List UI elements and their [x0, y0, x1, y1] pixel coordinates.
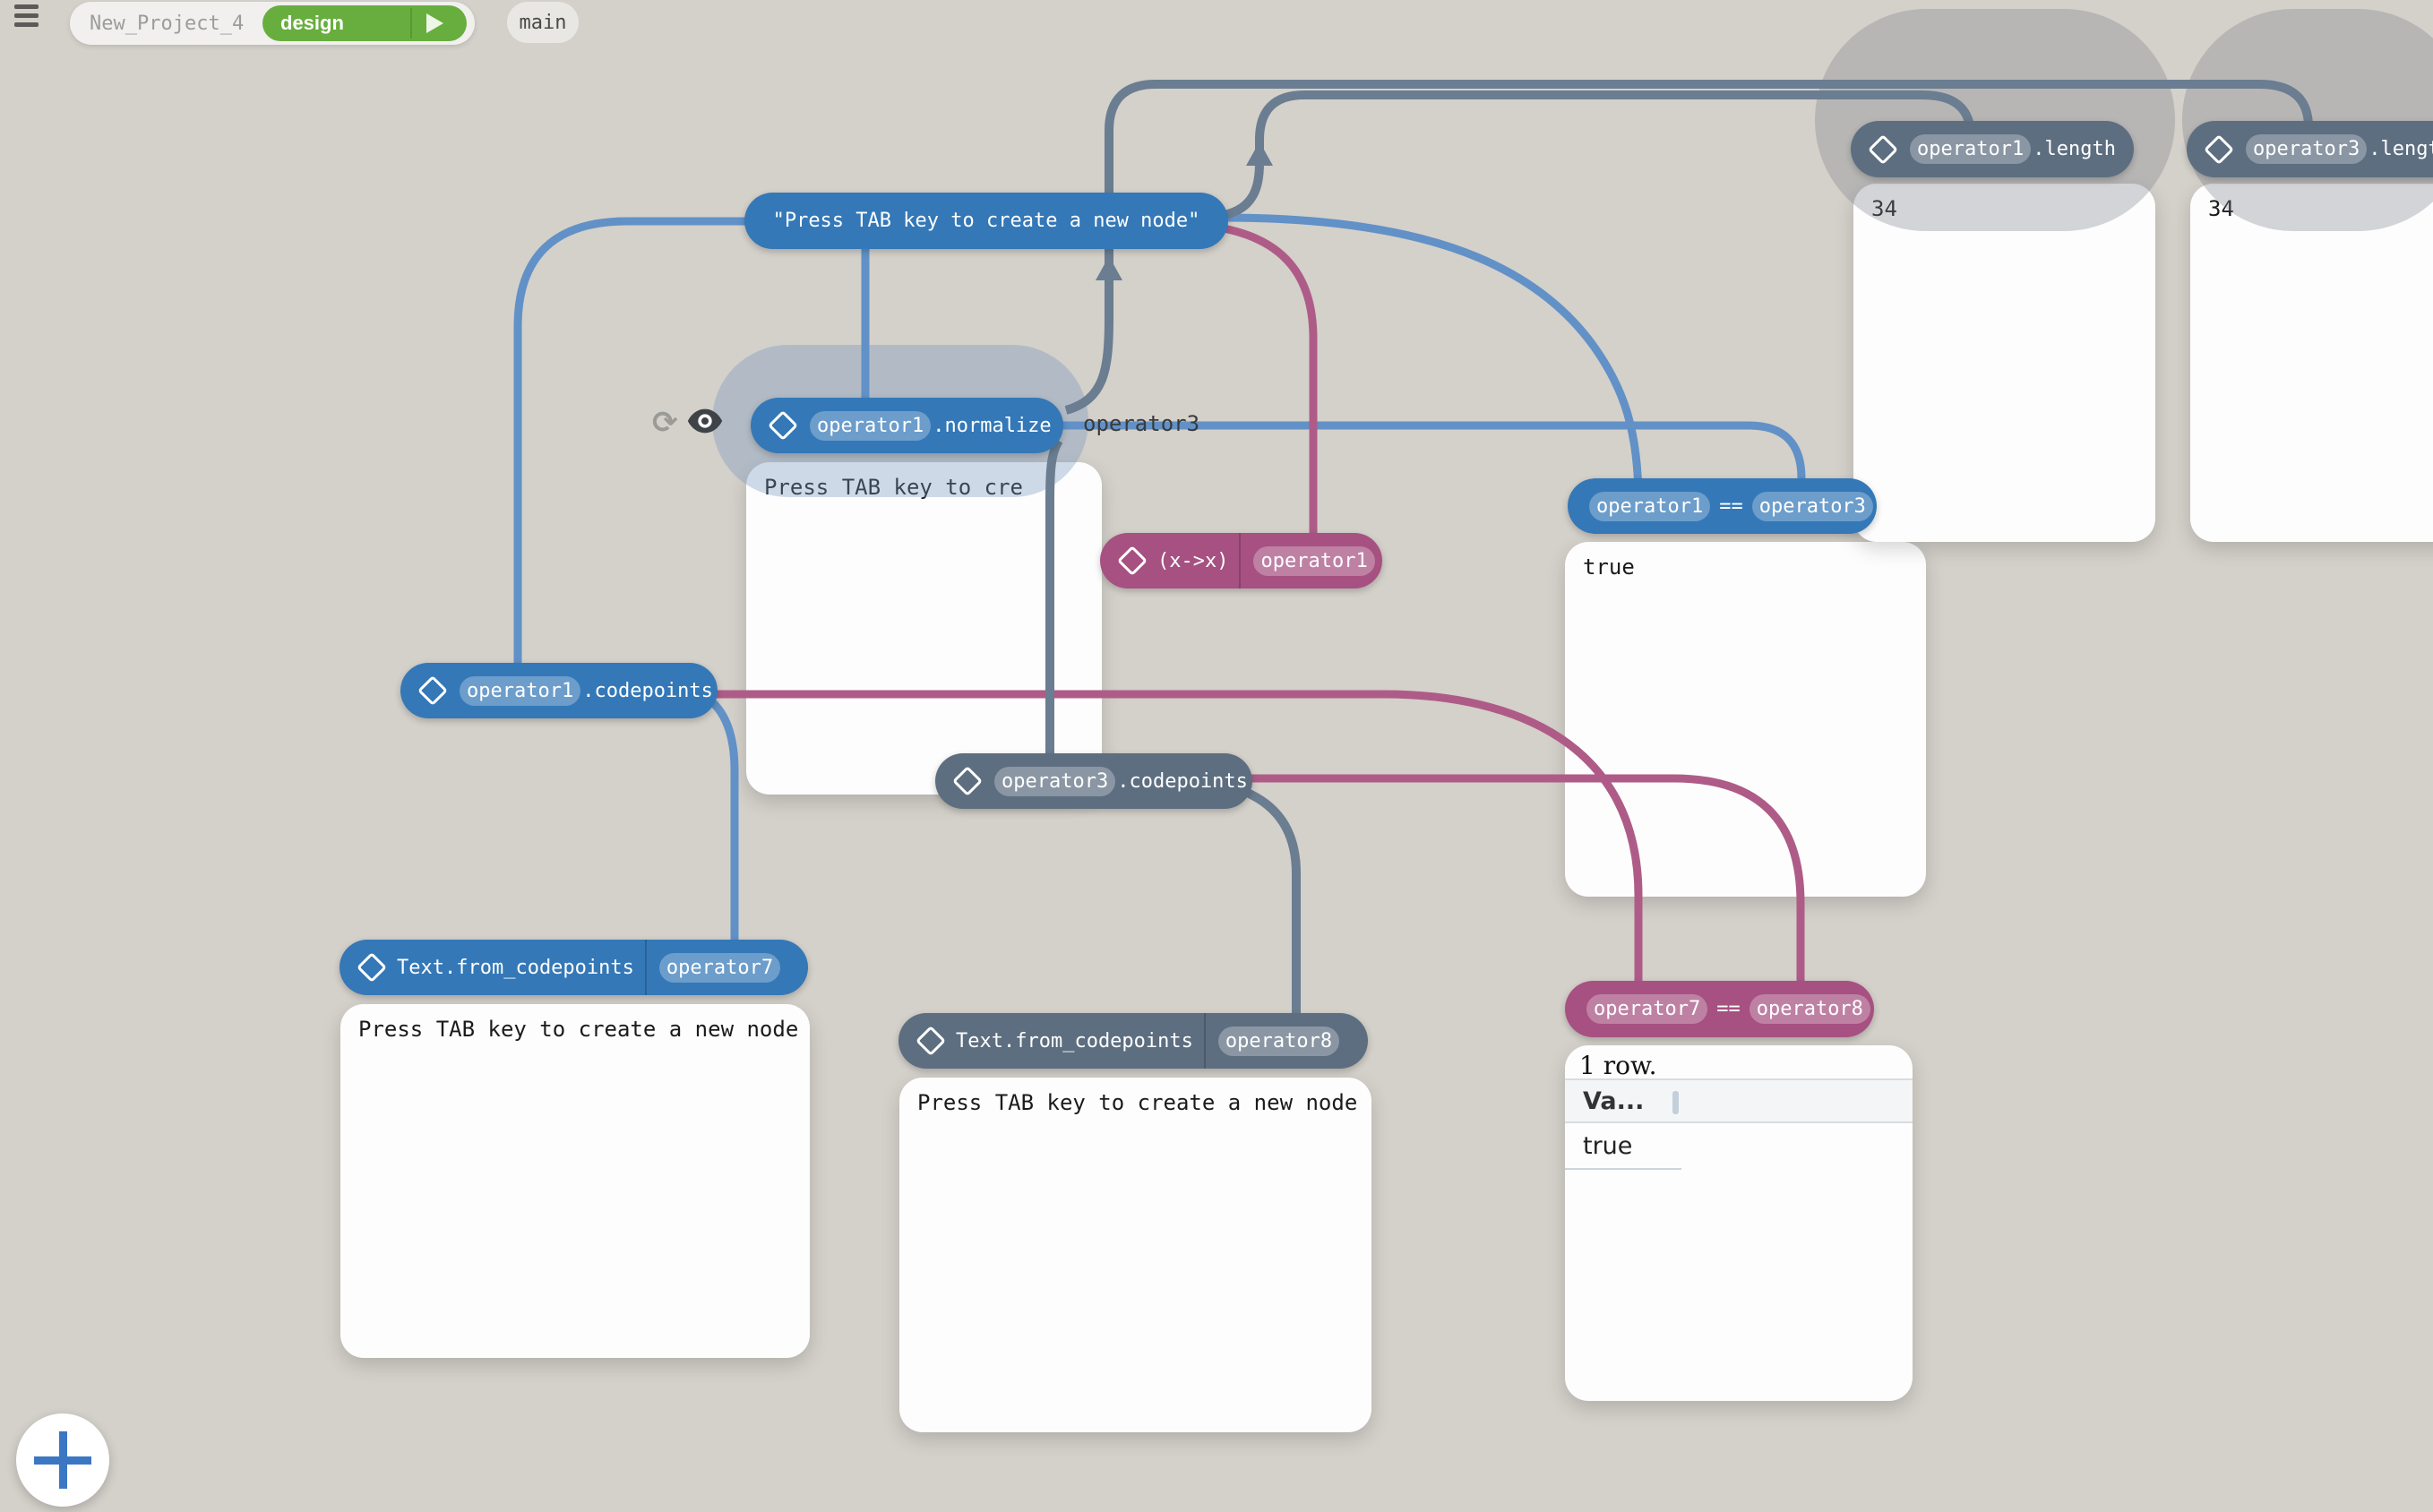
node-label: .length [2033, 138, 2116, 160]
node-label: Text.from_codepoints [956, 1029, 1193, 1052]
reference-pill[interactable]: operator1 [1253, 546, 1375, 576]
table-column-header: Va... [1583, 1087, 1645, 1115]
top-bar: New_Project_4 design main [0, 0, 2433, 63]
result-eq13-card[interactable]: true [1565, 542, 1926, 897]
edge-operator1-codepoints-to-operator7-eq-operator8 [712, 690, 1643, 1007]
node-label: .normalize [933, 414, 1052, 437]
edge-operator1-literal-to-operator1-length [1222, 90, 1975, 219]
edge-operator1-literal-to-operator1-codepoints [513, 217, 757, 690]
table-cell: true [1583, 1131, 1633, 1160]
node-operator1-eq-operator3[interactable]: operator1 == operator3 [1568, 478, 1877, 534]
result-value: Press TAB key to create a new node [917, 1090, 1358, 1115]
add-node-button[interactable] [16, 1413, 109, 1507]
edge-operator1-literal-to-x-to-x-operator1 [1223, 224, 1318, 559]
edge-operator1-codepoints-to-text-from-codepoints-7 [703, 693, 739, 966]
reference-pill[interactable]: operator1 [1589, 491, 1711, 521]
result-eq78-card[interactable]: 1 row. Va... true [1565, 1045, 1913, 1401]
refresh-icon[interactable]: ⟳ [652, 405, 678, 441]
node-label: == [1719, 494, 1743, 518]
project-pill: New_Project_4 design [70, 2, 475, 45]
result-value: 34 [1871, 196, 1897, 221]
node-x-to-x-operator1[interactable]: (x->x) operator1 [1100, 533, 1382, 588]
edge-operator1-normalize-to-operator3-length [1064, 80, 2313, 415]
diamond-icon [1868, 133, 1898, 165]
reference-pill[interactable]: operator1 [1910, 134, 2032, 164]
diamond-icon [952, 766, 983, 796]
node-operator1-length[interactable]: operator1.length [1851, 121, 2134, 177]
node-operator1-codepoints[interactable]: operator1.codepoints [400, 663, 718, 718]
node-operator1-normalize[interactable]: operator1.normalize [751, 398, 1063, 453]
mode-badge[interactable]: design [262, 5, 467, 41]
play-icon[interactable] [426, 13, 443, 33]
diamond-icon [357, 952, 387, 983]
node-text-from-codepoints-8[interactable]: Text.from_codepoints operator8 [898, 1013, 1368, 1069]
reference-pill[interactable]: operator3 [1751, 491, 1873, 521]
reference-pill[interactable]: operator1 [460, 675, 581, 706]
result-length-3-card[interactable]: 34 [2190, 184, 2433, 542]
edge-direction-arrow [1246, 142, 1273, 166]
result-length-1-card[interactable]: 34 [1853, 184, 2155, 542]
node-text-from-codepoints-7[interactable]: Text.from_codepoints operator7 [340, 940, 808, 995]
table-row-count: 1 row. [1579, 1051, 1657, 1080]
reference-pill[interactable]: operator3 [2246, 134, 2368, 164]
node-label: == [1716, 998, 1741, 1020]
reference-pill[interactable]: operator3 [994, 766, 1116, 796]
diamond-icon [768, 410, 798, 441]
reference-pill[interactable]: operator8 [1749, 994, 1870, 1024]
result-value: true [1583, 554, 1635, 580]
result-value: Press TAB key to cre [764, 475, 1023, 500]
table-row: true [1565, 1123, 1913, 1168]
node-label: .codepoints [1117, 769, 1248, 793]
edge-operator1-normalize-to-operator3-codepoints [1045, 438, 1063, 779]
output-name-label: operator3 [1083, 411, 1200, 436]
node-divider [1203, 1013, 1206, 1069]
diamond-icon [417, 675, 448, 706]
node-operator3-length[interactable]: operator3.length [2187, 121, 2433, 177]
mode-divider [410, 8, 412, 39]
node-operator3-codepoints[interactable]: operator3.codepoints [935, 753, 1252, 809]
reference-pill[interactable]: operator8 [1217, 1026, 1340, 1056]
reference-pill[interactable]: operator7 [658, 952, 781, 983]
branch-label: main [519, 11, 567, 34]
selection-halo [1815, 9, 2175, 231]
node-label: Text.from_codepoints [397, 956, 634, 979]
node-label: (x->x) [1157, 549, 1229, 572]
menu-icon[interactable] [14, 4, 39, 27]
column-resize-handle[interactable] [1672, 1091, 1679, 1114]
node-label: "Press TAB key to create a new node" [772, 210, 1200, 232]
edge-direction-arrow [1096, 256, 1122, 280]
plus-icon [58, 1431, 67, 1489]
node-divider [644, 940, 647, 995]
node-operator7-eq-operator8[interactable]: operator7 == operator8 [1565, 981, 1874, 1037]
result-normalize-card[interactable]: Press TAB key to cre [746, 462, 1102, 795]
project-name[interactable]: New_Project_4 [90, 12, 245, 35]
node-divider [1239, 533, 1242, 588]
edge-operator3-codepoints-to-operator7-eq-operator8 [1247, 774, 1805, 1007]
table-header-row: Va... [1565, 1078, 1913, 1123]
reference-pill[interactable]: operator1 [810, 410, 932, 441]
edge-operator3-codepoints-to-text-from-codepoints-8 [1242, 787, 1301, 1039]
mode-label: design [280, 12, 344, 34]
node-label: .length [2369, 138, 2433, 160]
branch-badge[interactable]: main [507, 2, 579, 43]
result-from-codepoints-8-card[interactable]: Press TAB key to create a new node [899, 1078, 1371, 1432]
diamond-icon [916, 1026, 946, 1056]
diamond-icon [1117, 546, 1148, 576]
result-value: Press TAB key to create a new node [358, 1017, 799, 1042]
eye-icon[interactable] [687, 408, 723, 438]
edge-operator1-normalize-to-operator1-eq-operator3 [1057, 421, 1806, 502]
result-value: 34 [2208, 196, 2234, 221]
result-from-codepoints-7-card[interactable]: Press TAB key to create a new node [340, 1004, 810, 1358]
reference-pill[interactable]: operator7 [1586, 994, 1708, 1024]
node-operator1-literal[interactable]: "Press TAB key to create a new node" [744, 193, 1228, 249]
diamond-icon [2204, 133, 2234, 165]
node-label: .codepoints [582, 679, 713, 702]
